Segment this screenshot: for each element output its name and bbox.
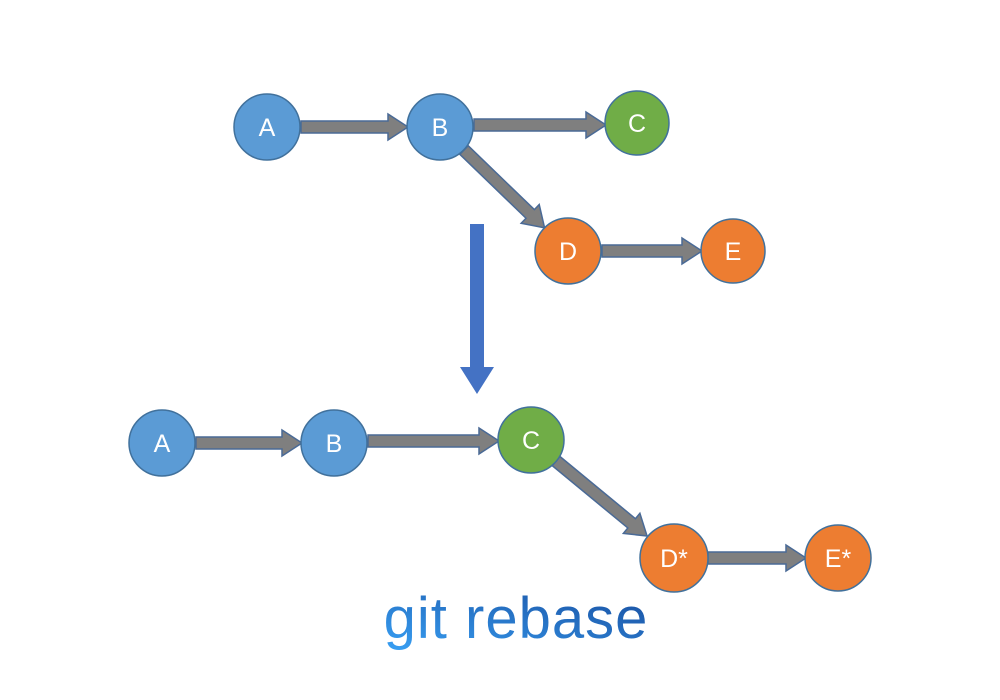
commit-node-d-before: D bbox=[534, 217, 602, 285]
edge-a-b-after bbox=[195, 428, 304, 458]
node-circle-estar-after bbox=[804, 524, 872, 592]
edge-b-c-after bbox=[367, 426, 501, 456]
node-circle-c-before bbox=[604, 90, 670, 156]
node-circle-b-before bbox=[406, 93, 474, 161]
node-circle-b-after bbox=[300, 409, 368, 477]
before-graph: A B C D E bbox=[233, 90, 766, 285]
diagram-title: git rebase bbox=[384, 586, 649, 651]
node-label-c-before: C bbox=[628, 110, 646, 138]
node-circle-dstar-after bbox=[639, 523, 709, 593]
rebase-transform-arrow-icon bbox=[460, 224, 494, 394]
node-circle-d-before bbox=[534, 217, 602, 285]
commit-node-a-before: A bbox=[233, 93, 301, 161]
node-label-c-after: C bbox=[522, 427, 540, 455]
commit-node-dstar-after: D* bbox=[639, 523, 709, 593]
node-label-dstar-after: D* bbox=[660, 545, 688, 573]
edge-a-b-before bbox=[300, 112, 410, 142]
node-circle-a-before bbox=[233, 93, 301, 161]
node-label-estar-after: E* bbox=[825, 545, 852, 573]
commit-node-c-before: C bbox=[604, 90, 670, 156]
commit-node-e-before: E bbox=[700, 218, 766, 284]
node-label-d-before: D bbox=[559, 238, 577, 266]
edge-d-e-before bbox=[601, 236, 704, 266]
edge-dstar-estar-after bbox=[707, 543, 808, 573]
edge-c-dstar-after bbox=[551, 455, 649, 537]
node-circle-a-after bbox=[128, 409, 196, 477]
edge-b-d-before bbox=[458, 144, 546, 229]
node-label-b-before: B bbox=[432, 114, 449, 142]
node-label-e-before: E bbox=[725, 238, 742, 266]
edge-b-c-before bbox=[473, 110, 608, 140]
node-label-a-before: A bbox=[259, 114, 276, 142]
node-label-a-after: A bbox=[154, 430, 171, 458]
commit-node-estar-after: E* bbox=[804, 524, 872, 592]
commit-node-a-after: A bbox=[128, 409, 196, 477]
commit-node-b-after: B bbox=[300, 409, 368, 477]
node-circle-e-before bbox=[700, 218, 766, 284]
node-label-b-after: B bbox=[326, 430, 343, 458]
commit-node-b-before: B bbox=[406, 93, 474, 161]
node-circle-c-after bbox=[497, 406, 565, 474]
commit-node-c-after: C bbox=[497, 406, 565, 474]
after-graph: A B C D* E* bbox=[128, 406, 872, 593]
